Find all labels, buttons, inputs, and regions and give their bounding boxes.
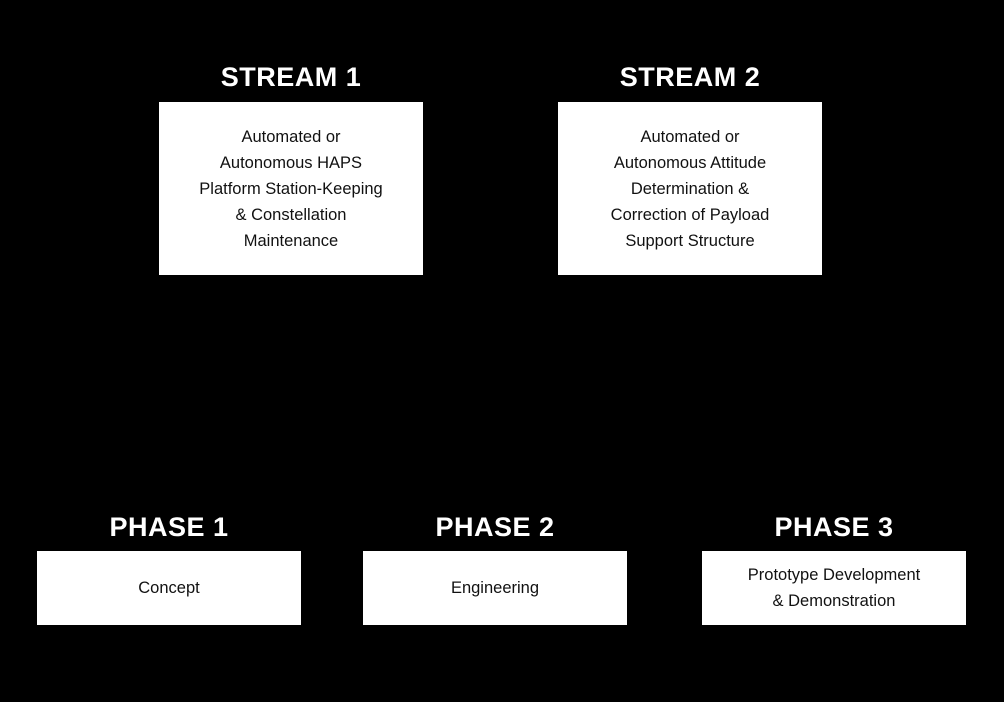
- stream-1-card: Automated or Autonomous HAPS Platform St…: [159, 102, 423, 275]
- stream-2-card: Automated or Autonomous Attitude Determi…: [558, 102, 822, 275]
- phase-3-heading: PHASE 3: [774, 512, 894, 542]
- phase-3-card: Prototype Development & Demonstration: [702, 551, 966, 625]
- phase-2-heading: PHASE 2: [435, 512, 555, 542]
- stream-2-heading: STREAM 2: [619, 62, 761, 92]
- phase-2-card: Engineering: [363, 551, 627, 625]
- phase-3-card-text: Prototype Development & Demonstration: [747, 566, 921, 610]
- stream-2-card-text: Automated or Autonomous Attitude Determi…: [610, 127, 770, 250]
- phase-group-2: PHASE 2 Engineering: [363, 514, 627, 625]
- phase-1-heading: PHASE 1: [109, 512, 229, 542]
- phase-2-card-text: Engineering: [450, 579, 540, 597]
- stream-1-heading: STREAM 1: [220, 62, 362, 92]
- stream-1-card-text: Automated or Autonomous HAPS Platform St…: [199, 127, 383, 250]
- phase-1-card: Concept: [37, 551, 301, 625]
- phase-group-1: PHASE 1 Concept: [37, 514, 301, 625]
- stream-group-2: STREAM 2 Automated or Autonomous Attitud…: [558, 64, 822, 275]
- stream-group-1: STREAM 1 Automated or Autonomous HAPS Pl…: [159, 64, 423, 275]
- phase-group-3: PHASE 3 Prototype Development & Demonstr…: [702, 514, 966, 625]
- phase-1-card-text: Concept: [138, 579, 200, 597]
